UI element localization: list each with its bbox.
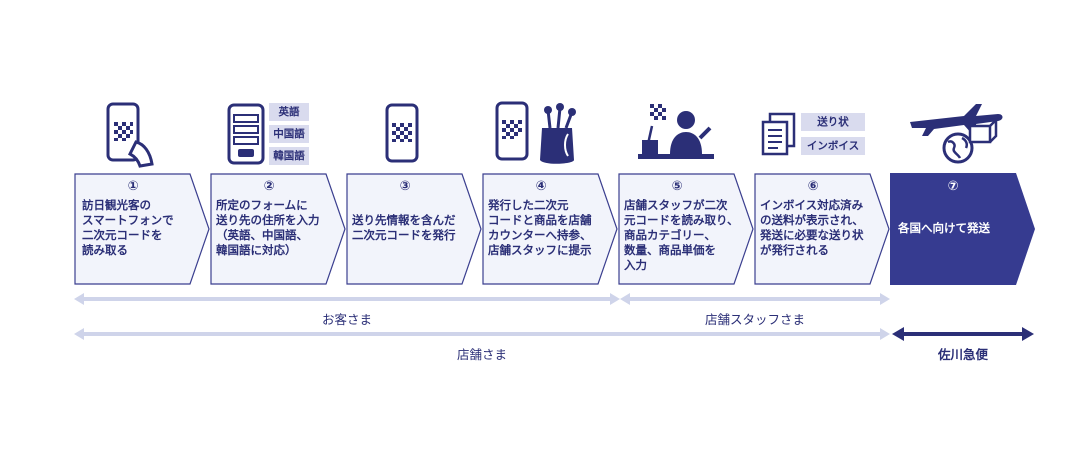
customer-range-arrow [74, 293, 620, 305]
step-number: ⑥ [807, 179, 819, 194]
step-number: ③ [399, 179, 411, 194]
step-text: 店舗スタッフが二次 元コードを読み取り、 商品カテゴリー、 数量、商品単価を 入… [624, 198, 739, 272]
step-text: 発行した二次元 コードと商品を店舗 カウンターへ持参、 店舗スタッフに提示 [488, 198, 592, 257]
store-label: 店舗さま [456, 347, 507, 362]
step-number: ④ [535, 179, 547, 194]
store-range-arrow [74, 328, 890, 340]
staff-counter-icon [636, 100, 716, 168]
step-1: ① 訪日観光客の スマートフォンで 二次元コードを 読み取る [74, 173, 210, 285]
step-5: ⑤ 店舗スタッフが二次 元コードを読み取り、 商品カテゴリー、 数量、商品単価を… [618, 173, 754, 285]
step-4: ④ 発行した二次元 コードと商品を店舗 カウンターへ持参、 店舗スタッフに提示 [482, 173, 618, 285]
tag-korean: 韓国語 [269, 147, 309, 165]
tag-invoice: インボイス [801, 137, 865, 155]
step-text: 訪日観光客の スマートフォンで 二次元コードを 読み取る [82, 198, 174, 257]
step-text: 所定のフォームに 送り先の住所を入力 （英語、中国語、 韓国語に対応） [216, 198, 320, 257]
step-2: ② 所定のフォームに 送り先の住所を入力 （英語、中国語、 韓国語に対応） [210, 173, 346, 285]
sagawa-label: 佐川急便 [937, 347, 988, 362]
phone-golf-bag-icon [494, 100, 586, 172]
airplane-globe-icon [906, 100, 1006, 172]
phone-form-icon [226, 103, 266, 169]
step-number: ⑦ [947, 179, 959, 194]
tag-english: 英語 [269, 103, 309, 121]
documents-icon [760, 112, 798, 162]
step-7: ⑦ 各国へ向けて発送 [890, 173, 1036, 285]
step-3: ③ 送り先情報を含んだ 二次元コードを発行 [346, 173, 482, 285]
phone-qr-icon [384, 103, 420, 169]
customer-label: お客さま [321, 312, 372, 327]
step-text: インボイス対応済み の送料が表示され、 発送に必要な送り状 が発行される [760, 198, 864, 257]
step-number: ⑤ [671, 179, 683, 194]
staff-label: 店舗スタッフさま [704, 312, 805, 327]
step-6: ⑥ インボイス対応済み の送料が表示され、 発送に必要な送り状 が発行される [754, 173, 890, 285]
staff-range-arrow [620, 293, 890, 305]
step-number: ① [127, 179, 139, 194]
phone-qr-hand-icon [100, 100, 160, 174]
step-text: 送り先情報を含んだ 二次元コードを発行 [352, 213, 456, 242]
step-number: ② [263, 179, 275, 194]
sagawa-range-arrow [892, 327, 1034, 341]
step-text: 各国へ向けて発送 [898, 221, 990, 235]
tag-shipping-label: 送り状 [801, 113, 865, 131]
tag-chinese: 中国語 [269, 125, 309, 143]
